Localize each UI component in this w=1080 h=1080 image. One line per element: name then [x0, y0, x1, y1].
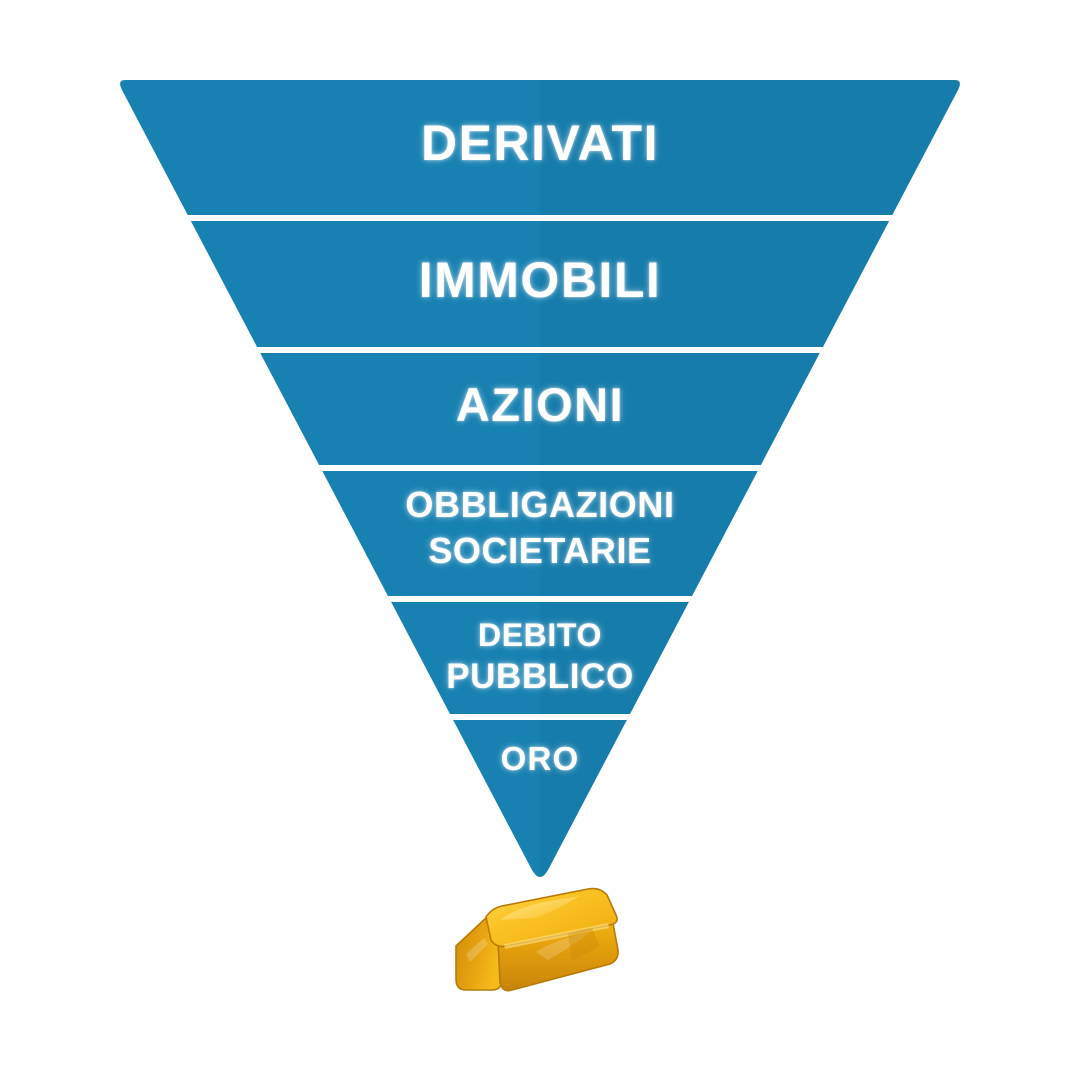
band-separator-5	[120, 714, 960, 720]
band-separator-1	[120, 215, 960, 221]
band-separator-4	[120, 596, 960, 602]
gold-bar-highlight-top	[500, 896, 580, 920]
gold-bar-top-face	[485, 887, 618, 948]
gold-bar-reflection-left	[466, 938, 488, 962]
gold-ingot-icon	[455, 887, 619, 992]
gold-bar-illustration	[440, 878, 645, 1013]
band-separator-3	[120, 465, 960, 471]
gold-bar-highlight-front	[536, 932, 590, 960]
band-separator-2	[120, 347, 960, 353]
gold-bar-highlight-edge	[504, 923, 609, 949]
gold-bar-reflection-right	[568, 928, 600, 960]
